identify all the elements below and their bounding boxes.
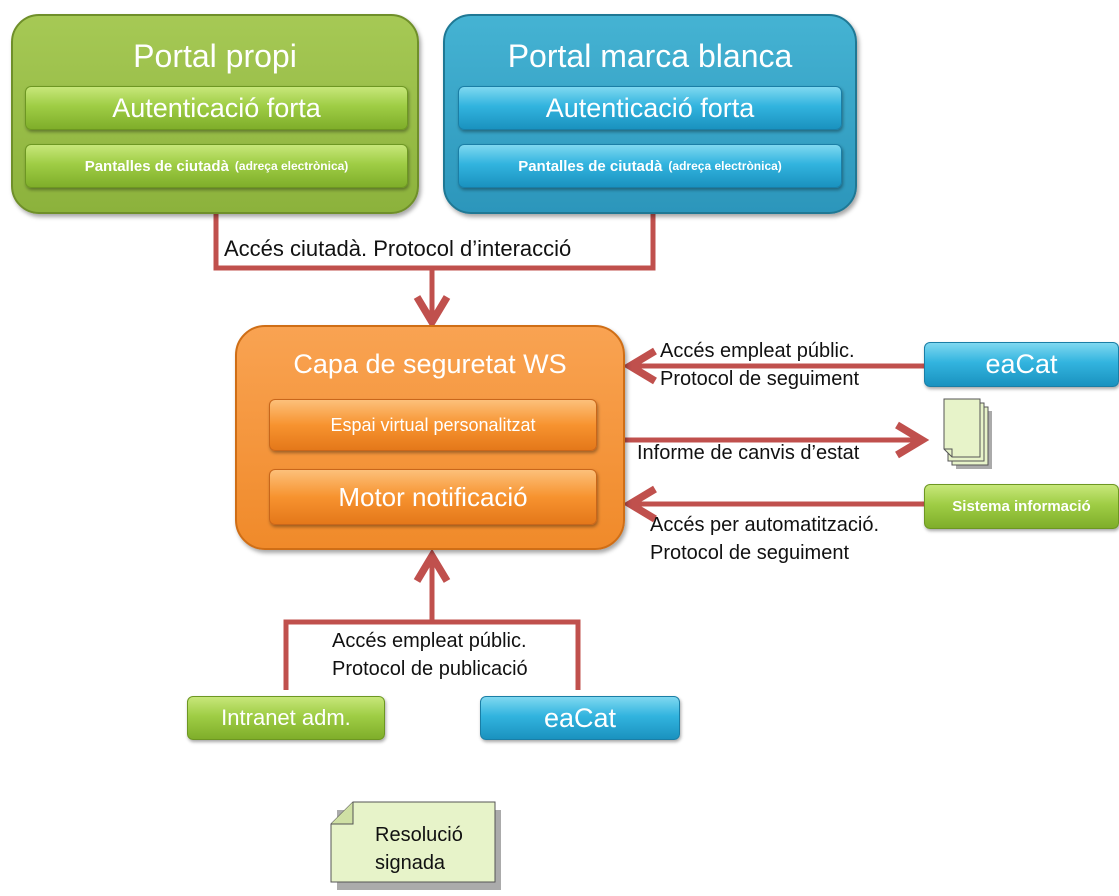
eacat-bottom-box: eaCat (480, 696, 680, 740)
notification-engine-bar: Motor notificació (269, 469, 597, 525)
portal-propi-screens-label: Pantalles de ciutadà (84, 157, 229, 175)
signed-resolution-document: Resolució signada (327, 800, 507, 892)
portal-marca-blanca-auth-bar: Autenticació forta (458, 86, 842, 130)
security-layer-panel: Capa de seguretat WS Espai virtual perso… (235, 325, 625, 550)
intranet-label: Intranet adm. (221, 705, 351, 730)
eacat-bottom-label: eaCat (543, 702, 617, 733)
portal-propi-auth-label: Autenticació forta (112, 92, 321, 123)
portal-marca-blanca-auth-label: Autenticació forta (545, 92, 755, 123)
portal-propi-title: Portal propi (133, 38, 297, 74)
eacat-right-box: eaCat (924, 342, 1119, 387)
info-system-box: Sistema informació (924, 484, 1119, 529)
portal-marca-blanca-screens-note: (adreça electrònica) (668, 159, 782, 173)
publication-line1: Accés empleat públic. (332, 630, 527, 652)
eacat-access-line1: Accés empleat públic. (660, 340, 855, 362)
citizen-access-label: Accés ciutadà. Protocol d’interacció (224, 236, 572, 261)
portal-propi-screens-bar: Pantalles de ciutadà (adreça electrònica… (25, 144, 408, 188)
portal-marca-blanca-title: Portal marca blanca (507, 38, 793, 74)
signed-resolution-line2: signada (375, 852, 446, 874)
portal-marca-blanca-screens-label: Pantalles de ciutadà (518, 157, 663, 175)
security-layer-title: Capa de seguretat WS (293, 349, 567, 379)
virtual-space-bar: Espai virtual personalitzat (269, 399, 597, 451)
portal-marca-blanca-screens-bar: Pantalles de ciutadà (adreça electrònica… (458, 144, 842, 188)
eacat-access-line2: Protocol de seguiment (660, 368, 860, 390)
virtual-space-label: Espai virtual personalitzat (330, 414, 536, 435)
intranet-box: Intranet adm. (187, 696, 385, 740)
portal-propi-panel: Portal propi Autenticació forta Pantalle… (11, 14, 419, 214)
status-report-label: Informe de canvis d’estat (637, 442, 860, 464)
automation-line1: Accés per automatització. (650, 514, 879, 536)
notification-engine-label: Motor notificació (338, 481, 528, 512)
eacat-right-label: eaCat (985, 349, 1058, 379)
portal-propi-auth-bar: Autenticació forta (25, 86, 408, 130)
info-system-label: Sistema informació (952, 498, 1091, 515)
publication-line2: Protocol de publicació (332, 658, 528, 680)
document-stack-icon (940, 397, 998, 475)
automation-line2: Protocol de seguiment (650, 542, 850, 564)
signed-resolution-line1: Resolució (375, 824, 463, 846)
portal-propi-screens-note: (adreça electrònica) (234, 159, 349, 173)
portal-marca-blanca-panel: Portal marca blanca Autenticació forta P… (443, 14, 857, 214)
